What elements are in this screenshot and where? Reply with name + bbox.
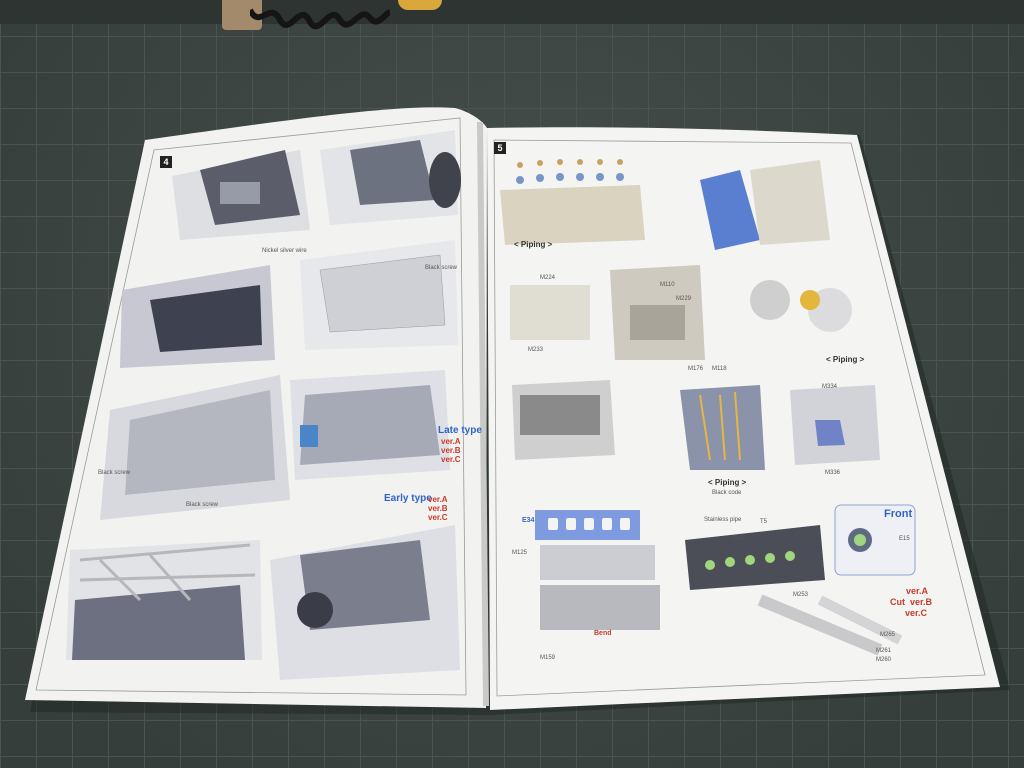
part-m159: M159 [540,655,556,661]
part-m261: M261 [876,648,892,654]
piping-label-3: < Piping > [708,478,747,487]
part-e15: E15 [899,536,910,542]
part-m176: M176 [688,366,704,372]
part-m125: M125 [512,550,528,556]
stainless-pipe-note: Stainless pipe [704,517,742,523]
panel-front-detail [834,504,916,576]
late-ver-a: ver.A [441,437,461,446]
panel-stainless-pipes [685,525,825,590]
part-m265: M265 [880,632,896,638]
table-edge [0,0,1024,24]
part-m110: M110 [660,282,675,288]
cut-ver-a: ver.A [906,586,929,596]
step-number-4: 4 [160,156,172,168]
early-ver-a: ver.A [428,495,448,504]
part-m229: M229 [676,296,692,302]
panel-throttle [790,385,880,465]
part-m253: M253 [793,592,809,598]
panel-chassis-top [172,150,310,240]
early-ver-c: ver.C [428,513,448,522]
late-type-label: Late type [438,425,482,436]
tape-roll [398,0,442,10]
panel-head-cover [700,160,830,250]
panel-suspension [270,525,460,680]
note-nickel-wire: Nickel silver wire [262,248,307,254]
note-black-screw-3: Black screw [186,502,219,508]
part-m224: M224 [540,275,556,281]
part-m334: M334 [822,384,838,390]
panel-v-engine-top [680,385,765,470]
early-type-label: Early type [384,493,432,504]
note-black-screw-2: Black screw [98,470,131,476]
cut-label: Cut [890,597,905,607]
part-e16: E16 [732,536,743,542]
step-number-5: 5 [494,142,506,154]
bend-note: Bend [594,630,612,637]
coiled-cord [250,8,390,30]
part-t5: T5 [760,519,768,525]
cut-ver-b: ver.B [910,597,933,607]
panel-floor [300,240,458,350]
part-m233: M233 [528,347,544,353]
panel-engine-bay [290,370,450,480]
part-e34: E34 [522,517,535,524]
panel-undertray [120,265,275,368]
panel-v-engine [512,380,615,460]
panel-cylinder-head [500,159,645,245]
panel-rear-frame [320,130,461,225]
part-m118: M118 [712,366,727,372]
panel-exhaust [757,594,903,656]
panel-side-tubes [66,540,262,660]
front-label: Front [884,508,913,520]
part-m260: M260 [876,657,892,663]
early-ver-b: ver.B [428,504,448,513]
black-code-note: Black code [712,490,742,496]
piping-label-2: < Piping > [826,355,865,364]
panel-floor-frame [100,375,290,520]
panel-intake-plate [535,510,660,630]
part-m336: M336 [825,470,841,476]
panel-engine-block [510,265,705,360]
note-black-screw-1: Black screw [425,265,458,271]
late-ver-c: ver.C [441,455,461,464]
late-ver-b: ver.B [441,446,461,455]
cut-ver-c: ver.C [905,608,928,618]
panel-intake [750,280,852,332]
piping-label-1: < Piping > [514,240,553,249]
